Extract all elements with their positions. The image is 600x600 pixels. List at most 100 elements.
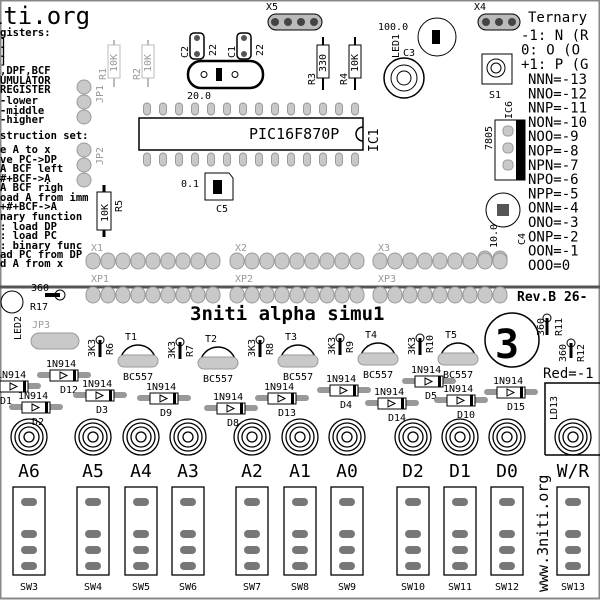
register-note-line: ] (0, 46, 6, 58)
diode-ref: D5 (425, 391, 437, 402)
led2: LED2 (0, 290, 24, 340)
slide-switch[interactable] (12, 486, 46, 576)
ic6-value: 7805 (484, 126, 495, 150)
indicator-led (441, 418, 479, 456)
indicator-led (10, 418, 48, 456)
chip-pin (335, 152, 343, 167)
r12-label: R12 (576, 344, 587, 362)
ternary-legend-line: 0: O (O (521, 43, 580, 59)
header-pin (259, 286, 275, 304)
crystal: 20.0 (186, 59, 265, 102)
header-pin (145, 252, 161, 270)
chip-pin (223, 152, 231, 167)
ternary-legend-line: +1: P (G (521, 57, 588, 73)
slide-switch[interactable] (330, 486, 364, 576)
header-pin (160, 286, 176, 304)
website-url: www.3niti.org (534, 475, 552, 592)
diode-type: 1N914 (0, 370, 26, 381)
c1-label: C1 (227, 46, 238, 58)
diode-ref: D15 (507, 402, 525, 413)
slide-switch[interactable] (556, 486, 590, 576)
jp3-label: JP3 (32, 320, 50, 331)
jumper-jp3: JP3 (30, 320, 80, 350)
resistor-r3: 330 R3 (307, 37, 330, 90)
indicator-led (281, 418, 319, 456)
resistor-ref: R8 (265, 343, 276, 355)
slide-switch[interactable] (443, 486, 477, 576)
resistor-r12: 360 R12 (558, 338, 587, 362)
register-note-line: ad PC from DP (0, 249, 82, 261)
ternary-table-row: NPN=-7 (528, 158, 579, 174)
chip-pin (159, 152, 167, 167)
switch-ref: SW4 (84, 582, 102, 593)
c1-value: 22 (255, 44, 266, 56)
input-label: D0 (496, 461, 518, 482)
slide-switch[interactable] (76, 486, 110, 576)
register-note-line: nary function (0, 211, 82, 223)
pic-microcontroller: PIC16F870P IC1 (138, 102, 382, 167)
header-pin (402, 286, 418, 304)
header-pin (447, 286, 463, 304)
slide-switch[interactable] (396, 486, 430, 576)
header-pin (432, 252, 448, 270)
jp2-label: JP2 (95, 147, 106, 165)
header-pin (349, 286, 365, 304)
transistor-ref: T5 (445, 330, 457, 341)
chip-pin (207, 152, 215, 167)
r2-value: 10K (143, 54, 154, 72)
header-pin (175, 286, 191, 304)
ternary-table-row: NNP=-11 (528, 101, 587, 117)
header-x4: X4 (474, 2, 521, 31)
ic6-label: IC6 (504, 101, 515, 119)
s1-label: S1 (489, 90, 501, 101)
input-label: A6 (18, 461, 40, 482)
input-label: W/R (557, 461, 590, 482)
header-pin (289, 252, 305, 270)
slide-switch[interactable] (490, 486, 524, 576)
chip-pin (239, 152, 247, 167)
site-title: 3niti.org (0, 2, 90, 30)
register-note-line: e A to x (0, 144, 51, 156)
transistor-type: BC557 (203, 374, 233, 385)
r5-label: R5 (114, 200, 125, 212)
slide-switch[interactable] (124, 486, 158, 576)
pushbutton-s1[interactable]: S1 (481, 53, 513, 101)
register-note-line: UMULATOR (0, 75, 51, 87)
diode-ref: D8 (227, 418, 239, 429)
slide-switch[interactable] (283, 486, 317, 576)
resistor-ref: R10 (425, 335, 436, 353)
register-note-line: oad A from imm (0, 192, 89, 204)
ternary-table-row: ONN=-4 (528, 201, 579, 217)
header-pin (417, 252, 433, 270)
slide-switch[interactable] (171, 486, 205, 576)
diode-ref: D9 (160, 408, 172, 419)
diode-type: 1N914 (213, 392, 243, 403)
resistor-value: 3K3 (247, 339, 258, 357)
header-pin (259, 252, 275, 270)
resistor-value: 3K3 (327, 337, 338, 355)
chip-pin (207, 102, 215, 116)
x3-label: X3 (378, 243, 390, 254)
slide-switch[interactable] (235, 486, 269, 576)
crystal-value: 20.0 (187, 91, 211, 102)
diode-type: 1N914 (443, 384, 473, 395)
chip-pin (271, 152, 279, 167)
r1-label: R1 (98, 68, 109, 80)
resistor-ref: R7 (185, 345, 196, 357)
led1-label: LED1 (391, 34, 402, 58)
chip-pin (191, 152, 199, 167)
header-pin (100, 286, 116, 304)
header-pin (205, 286, 221, 304)
resistor-value: 3K3 (87, 339, 98, 357)
